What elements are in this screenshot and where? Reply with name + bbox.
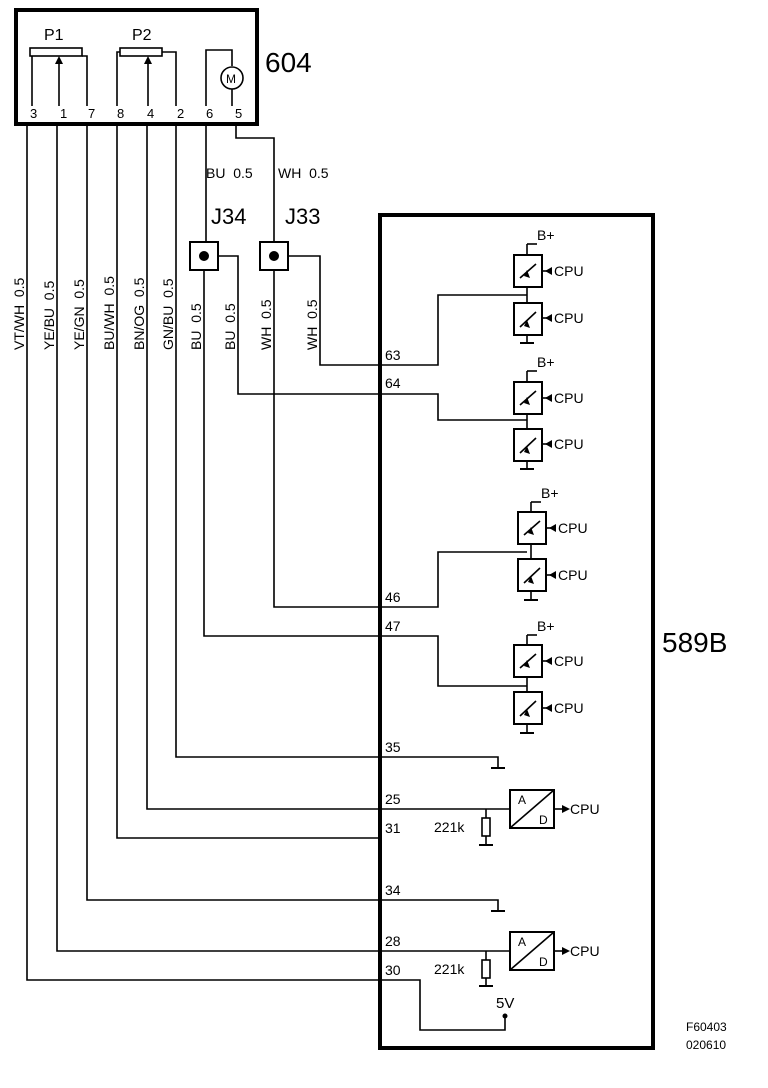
pin-604-8: 8 [117, 106, 124, 121]
wire-labels: VT/WH 0.5 YE/BU 0.5 YE/GN 0.5 BU/WH 0.5 … [11, 276, 320, 350]
p2-wiper-arrow [144, 56, 152, 64]
cpu-arrow-2a [545, 394, 552, 402]
wire-label-ye-gn: YE/GN 0.5 [71, 279, 87, 350]
p1-resistor [29, 47, 83, 57]
b-plus-label-2: B+ [537, 354, 555, 370]
driver-pair-3: B+ CPU CPU [517, 485, 588, 601]
motor-wire-wh-label: WH 0.5 [278, 165, 329, 181]
cpu-label-4b: CPU [554, 700, 584, 716]
motor-wire-bu-label: BU 0.5 [206, 165, 253, 181]
wire-label-bu-1: BU 0.5 [188, 303, 204, 350]
cpu-label-3b: CPU [558, 567, 588, 583]
vref-node [502, 1013, 508, 1019]
cpu-arrow-1a [545, 267, 552, 275]
pin-589b-47: 47 [385, 618, 401, 634]
pin-604-6: 6 [206, 106, 213, 121]
pin-589b-63: 63 [385, 347, 401, 363]
wire-label-ye-bu: YE/BU 0.5 [41, 281, 57, 350]
figure-date: 020610 [686, 1038, 726, 1052]
pin-604-7: 7 [88, 106, 95, 121]
pin-604-3: 3 [30, 106, 37, 121]
wire-label-bu-2: BU 0.5 [222, 303, 238, 350]
cpu-arrow-4a [545, 657, 552, 665]
adc-cpu-label-2: CPU [570, 943, 600, 959]
p2-label: P2 [132, 27, 152, 44]
adc-arrow-2 [562, 947, 570, 955]
adc-a-label-1: A [518, 793, 526, 807]
j33-label: J33 [285, 204, 320, 229]
component-604-label: 604 [265, 47, 312, 78]
pin-589b-31: 31 [385, 820, 401, 836]
wire-label-wh-2: WH 0.5 [304, 299, 320, 350]
component-589b: 589B 63 64 46 47 35 25 31 34 28 30 B+ CP… [378, 213, 727, 1050]
component-604: 604 P1 P2 M 3 1 7 8 [14, 8, 312, 126]
driver-pair-2: B+ CPU CPU [513, 354, 584, 470]
b-plus-label-1: B+ [537, 227, 555, 243]
cpu-label-3a: CPU [558, 520, 588, 536]
resistor-221k-2 [481, 959, 491, 979]
cpu-label-1a: CPU [554, 263, 584, 279]
resistor-label-1: 221k [434, 819, 465, 835]
potentiometer-p2: P2 [116, 27, 177, 106]
cpu-label-4a: CPU [554, 653, 584, 669]
wires [26, 124, 527, 1031]
pin-589b-25: 25 [385, 791, 401, 807]
adc-arrow-1 [562, 805, 570, 813]
figure-code: F60403 [686, 1020, 727, 1034]
adc-a-label-2: A [518, 935, 526, 949]
resistor-221k-1 [481, 817, 491, 837]
driver-pair-4: B+ CPU CPU [513, 618, 584, 734]
p1-label: P1 [44, 27, 64, 44]
wire-label-gn-bu: GN/BU 0.5 [160, 278, 176, 350]
cpu-arrow-1b [545, 314, 552, 322]
wire-label-vt-wh: VT/WH 0.5 [11, 277, 27, 350]
low-side-switch-1 [513, 302, 543, 336]
cpu-label-2a: CPU [554, 390, 584, 406]
cpu-label-2b: CPU [554, 436, 584, 452]
wire-label-bu-wh: BU/WH 0.5 [101, 276, 117, 350]
connector-j33: J33 [259, 204, 320, 271]
p2-resistor [119, 47, 163, 57]
pin-604-5: 5 [235, 106, 242, 121]
resistor-label-2: 221k [434, 961, 465, 977]
pin-589b-34: 34 [385, 882, 401, 898]
pin-589b-30: 30 [385, 962, 401, 978]
adc-cpu-label-1: CPU [570, 801, 600, 817]
pin-604-2: 2 [177, 106, 184, 121]
driver-pair-1: B+ CPU CPU [513, 227, 584, 344]
j34-label: J34 [211, 204, 246, 229]
low-side-switch-2 [513, 428, 543, 462]
motor-label: M [226, 72, 236, 86]
b-plus-label-3: B+ [541, 485, 559, 501]
adc-2: 221k A D CPU [434, 931, 600, 987]
b-plus-label-4: B+ [537, 618, 555, 634]
pin-589b-46: 46 [385, 589, 401, 605]
pin-589b-35: 35 [385, 739, 401, 755]
component-604-box [14, 8, 259, 126]
pin-604-4: 4 [147, 106, 154, 121]
adc-d-label-1: D [539, 813, 548, 827]
pin-604-1: 1 [60, 106, 67, 121]
cpu-arrow-3b [549, 571, 556, 579]
motor-m: M [205, 49, 244, 106]
p1-wiper-arrow [55, 56, 63, 64]
cpu-label-1b: CPU [554, 310, 584, 326]
vref-label: 5V [496, 995, 514, 1012]
component-589b-box [378, 213, 655, 1050]
wire-label-wh-1: WH 0.5 [258, 299, 274, 350]
adc-d-label-2: D [539, 955, 548, 969]
wire-label-bn-og: BN/OG 0.5 [131, 277, 147, 350]
cpu-arrow-2b [545, 440, 552, 448]
adc-1: 221k A D CPU [434, 789, 600, 846]
component-589b-label: 589B [662, 627, 727, 658]
cpu-arrow-3a [549, 524, 556, 532]
pin-589b-64: 64 [385, 375, 401, 391]
pin-589b-28: 28 [385, 933, 401, 949]
cpu-arrow-4b [545, 704, 552, 712]
potentiometer-p1: P1 [29, 27, 88, 106]
